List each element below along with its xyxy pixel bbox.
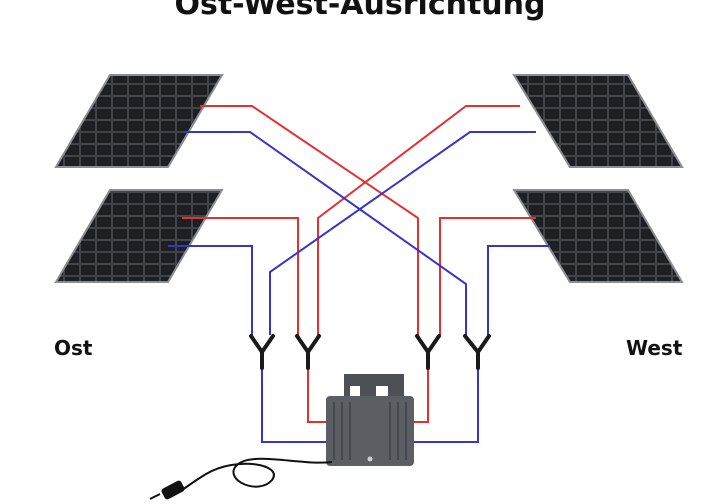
ac-cable — [181, 457, 333, 491]
y-connector-4 — [463, 334, 491, 370]
red-wire-bottom-right — [439, 217, 536, 335]
solar-panel-bottom-left — [54, 189, 224, 283]
red-wire-left-to-inverter — [307, 368, 328, 423]
diagram-title: Ost-West-Ausrichtung — [174, 0, 546, 22]
blue-wire-top-right — [269, 131, 536, 335]
blue-wire-top-left — [184, 131, 467, 335]
red-wire-top-left — [200, 105, 419, 335]
red-wire-top-right — [317, 105, 520, 335]
west-label: West — [626, 336, 683, 360]
y-connector-3 — [415, 334, 441, 370]
east-label: Ost — [54, 336, 93, 360]
y-connector-2 — [295, 334, 321, 370]
positive-wires — [182, 105, 536, 423]
micro-inverter — [326, 374, 414, 466]
blue-wire-bottom-left — [168, 245, 253, 335]
blue-wire-bottom-right — [487, 245, 550, 335]
solar-panel-top-right — [512, 74, 684, 168]
power-plug-icon — [149, 480, 185, 500]
y-connector-1 — [249, 334, 275, 370]
red-wire-right-to-inverter — [412, 368, 429, 423]
solar-panel-bottom-right — [512, 189, 684, 283]
blue-wire-right-to-inverter — [412, 368, 479, 443]
negative-wires — [168, 131, 550, 443]
red-wire-bottom-left — [182, 217, 299, 335]
solar-panel-top-left — [54, 74, 224, 168]
blue-wire-left-to-inverter — [261, 368, 328, 443]
